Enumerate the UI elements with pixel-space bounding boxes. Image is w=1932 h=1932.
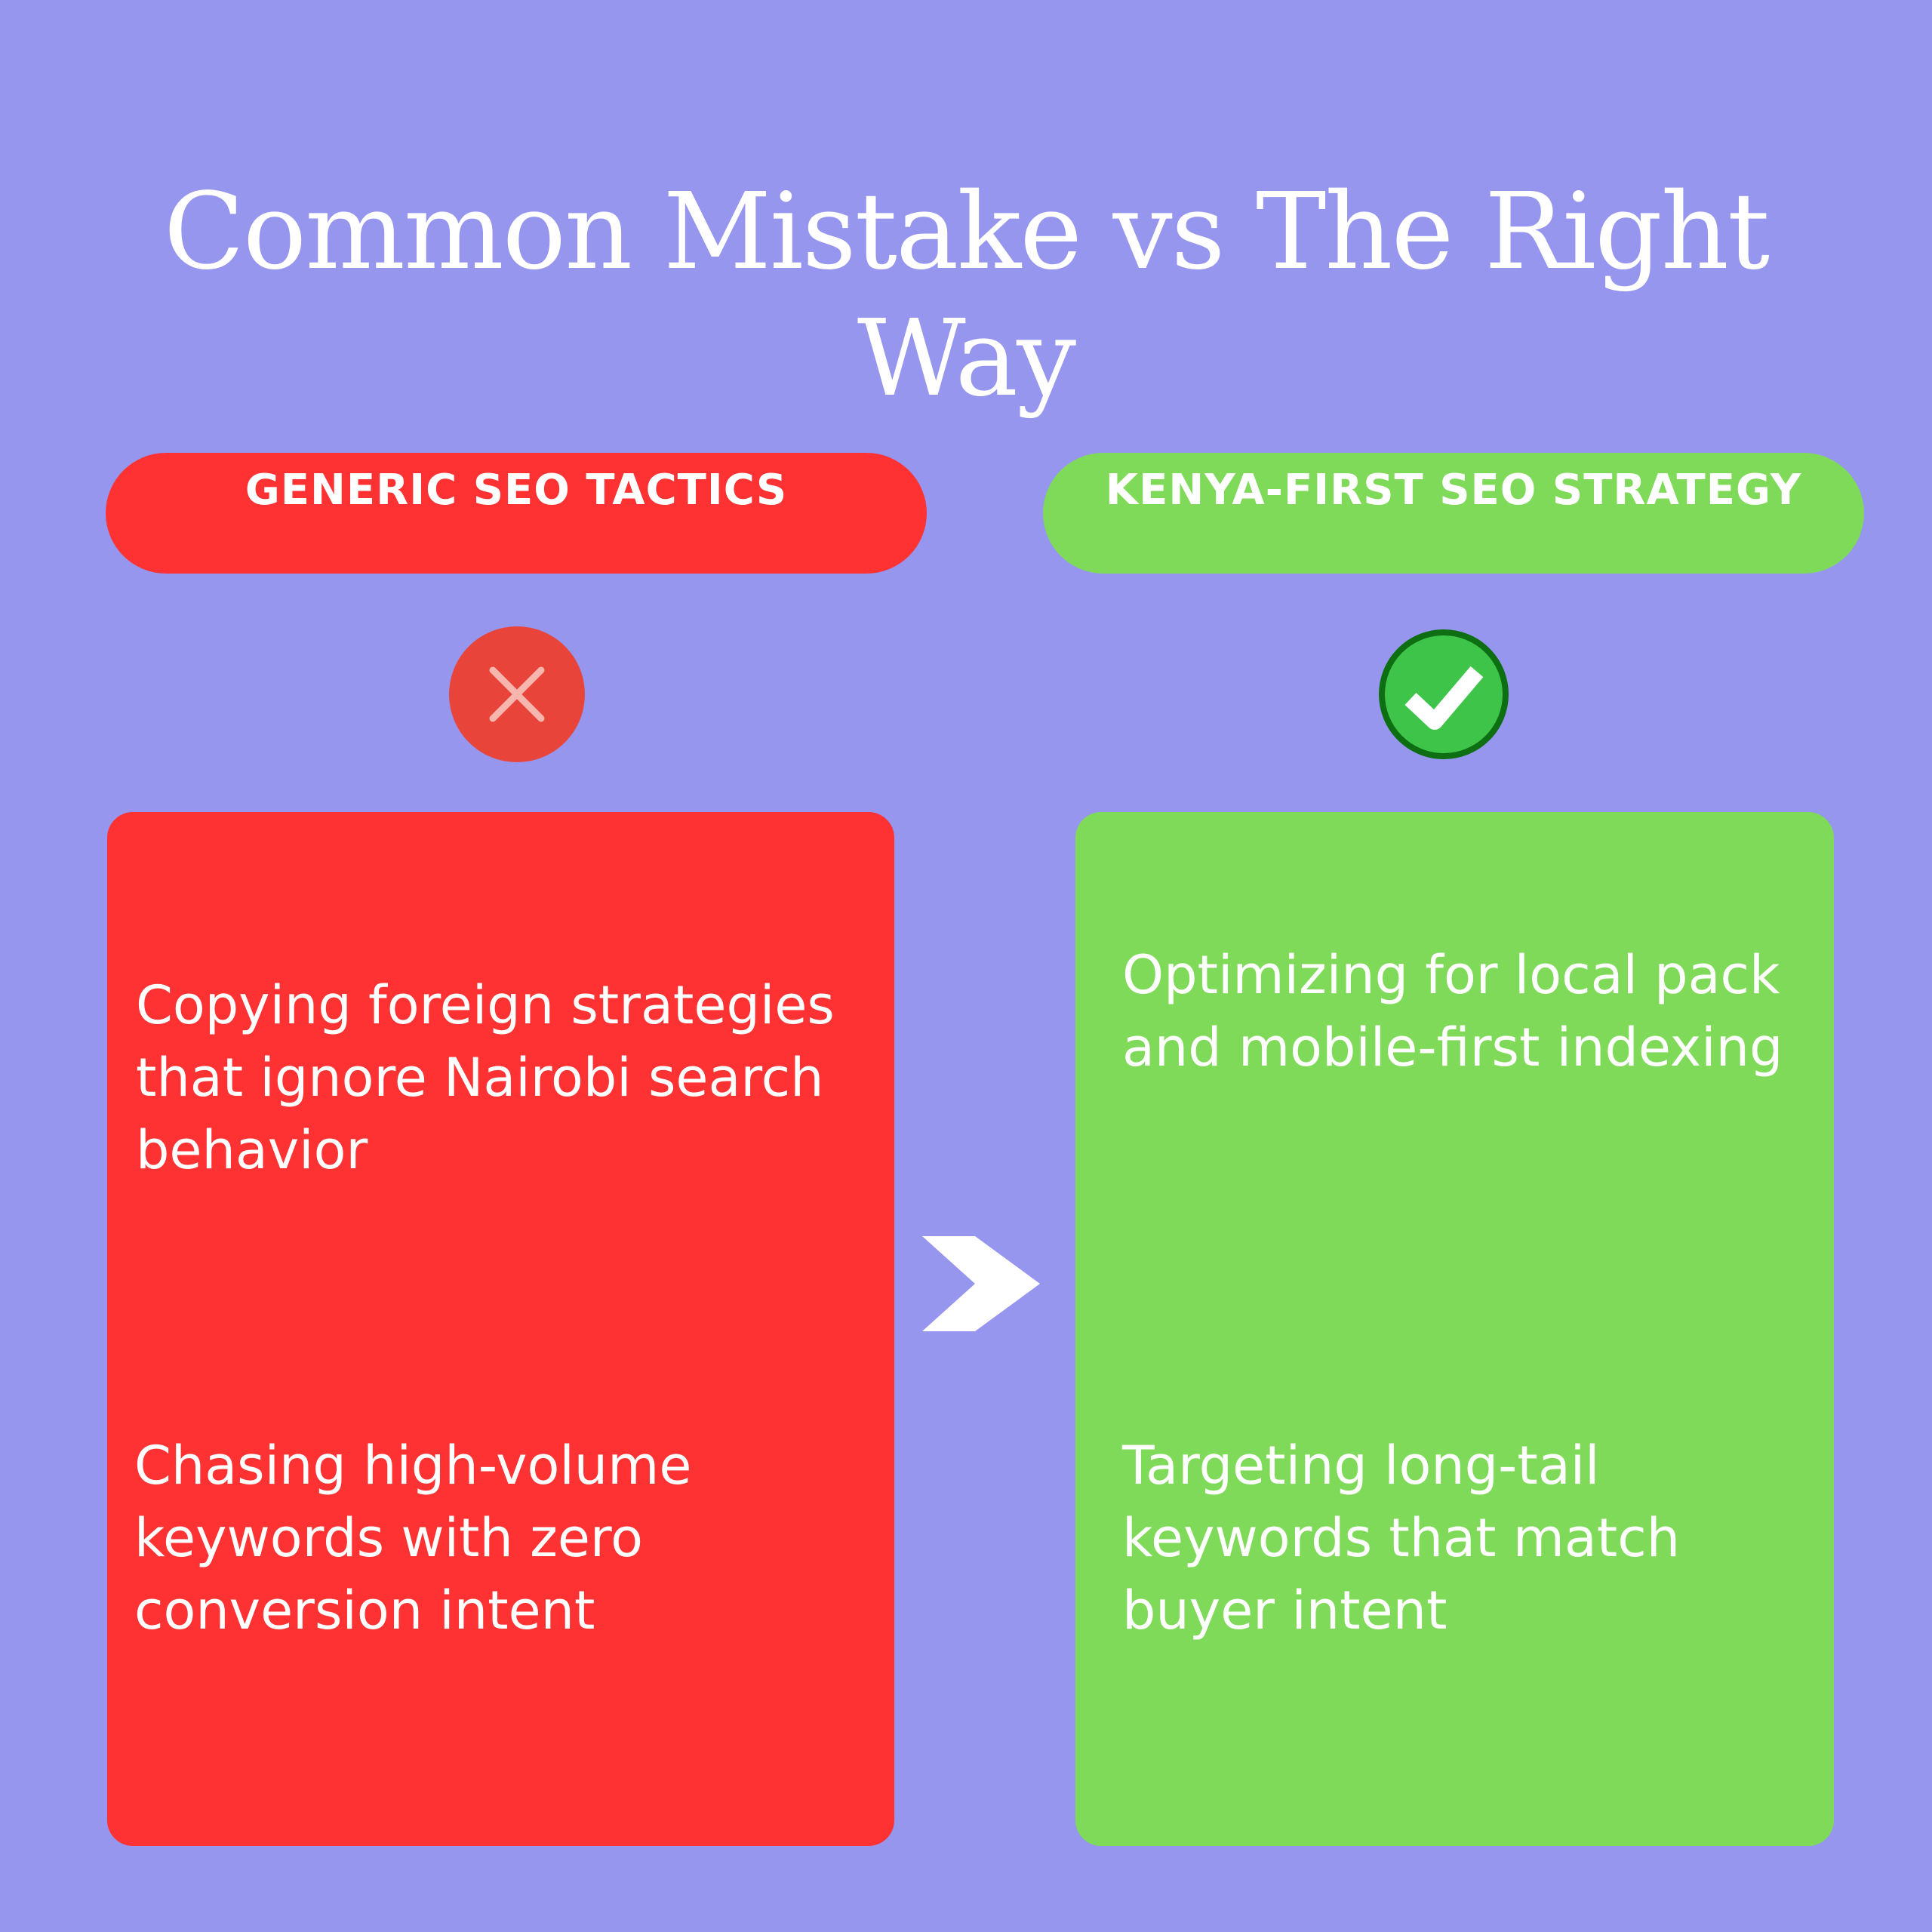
page-title: Common Mistake vs The Right Way bbox=[163, 170, 1770, 420]
right-way-point: Targeting long-tail keywords that match … bbox=[1122, 1435, 1681, 1641]
right-way-header: KENYA-FIRST SEO STRATEGY bbox=[1043, 453, 1864, 574]
mistake-point: Copying foreign strategies that ignore N… bbox=[136, 974, 835, 1181]
mistake-card: Copying foreign strategies that ignore N… bbox=[107, 812, 894, 1846]
right-way-card: Optimizing for local pack and mobile-fir… bbox=[1075, 812, 1834, 1846]
check-circle-icon bbox=[1379, 629, 1509, 759]
x-circle-icon bbox=[449, 626, 585, 762]
mistake-header: GENERIC SEO TACTICS bbox=[106, 453, 927, 574]
chevron-right-icon bbox=[922, 1236, 1040, 1331]
mistake-point: Chasing high-volume keywords with zero c… bbox=[134, 1435, 692, 1641]
right-way-point: Optimizing for local pack and mobile-fir… bbox=[1122, 944, 1783, 1078]
